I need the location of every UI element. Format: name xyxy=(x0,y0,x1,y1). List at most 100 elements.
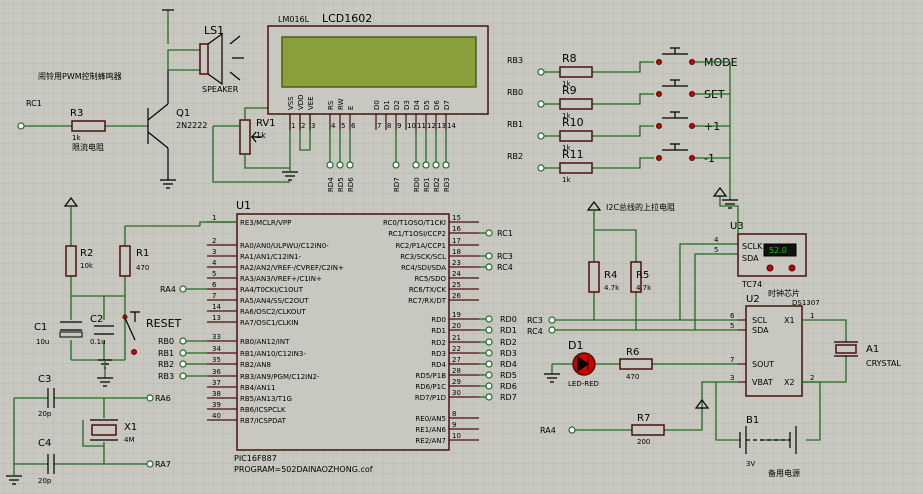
button-r-value-1: 1k xyxy=(562,112,571,120)
lcd-net-terminal-3[interactable] xyxy=(392,161,400,169)
mcu-u1[interactable] xyxy=(236,213,450,451)
reset-button[interactable] xyxy=(122,311,140,355)
rd-net-terminal-2[interactable] xyxy=(485,338,493,346)
resistor-r2[interactable] xyxy=(65,245,77,277)
rb-net-terminal-1[interactable] xyxy=(179,349,187,357)
rd-net-terminal-0[interactable] xyxy=(485,315,493,323)
mcu-rc-num-6: 25 xyxy=(452,281,461,289)
resistor-r4[interactable] xyxy=(588,261,600,293)
crystal-a1[interactable] xyxy=(834,341,858,357)
mcu-left-name-5: RA4/T0CKI/C1OUT xyxy=(240,286,304,294)
resistor-r6[interactable] xyxy=(619,358,653,370)
capacitor-c4[interactable] xyxy=(47,454,55,474)
button-contact-a-0 xyxy=(656,59,662,65)
rd-net-terminal-7[interactable] xyxy=(485,393,493,401)
rc-net-terminal-0[interactable] xyxy=(485,229,493,237)
rc-net-terminal-2[interactable] xyxy=(485,263,493,271)
u2-ref: U2 xyxy=(746,294,760,305)
rc1-terminal[interactable] xyxy=(17,122,25,130)
crystal-x1[interactable] xyxy=(91,424,117,436)
button-contact-a-1 xyxy=(656,91,662,97)
mcu-pins: 1RE3/MCLR/VPP2RA0/AN0/ULPWU/C12IN0-3RA1/… xyxy=(158,214,517,445)
d1-label: LED-RED xyxy=(568,380,599,388)
rc1-net-label: RC1 xyxy=(26,99,42,108)
rb-net-terminal-2[interactable] xyxy=(179,360,187,368)
rtc-left-name-2: SOUT xyxy=(752,360,774,369)
button-switch-2[interactable] xyxy=(662,111,688,119)
button-resistor-2[interactable] xyxy=(559,130,593,142)
pot-rv1[interactable]: RV1 1k xyxy=(239,107,300,169)
resistor-r3[interactable] xyxy=(71,120,106,132)
rc-net-terminal-1[interactable] xyxy=(485,252,493,260)
button-net-terminal-1[interactable] xyxy=(537,100,545,108)
button-net-terminal-0[interactable] xyxy=(537,68,545,76)
button-contact-b-2 xyxy=(689,123,695,129)
vcc-arrow-battery xyxy=(694,399,710,409)
lcd-pin-num-7: 8 xyxy=(387,122,391,130)
rc4-net-terminal[interactable] xyxy=(548,326,556,334)
capacitor-c2[interactable] xyxy=(94,325,114,335)
button-resistor-0[interactable] xyxy=(559,66,593,78)
ra4-battery-terminal[interactable] xyxy=(568,426,576,434)
button-switch-3[interactable] xyxy=(662,143,688,151)
ra6-terminal[interactable] xyxy=(146,394,154,402)
rtc-u2[interactable] xyxy=(745,305,803,397)
resistor-r7[interactable] xyxy=(631,424,665,436)
button-resistor-3[interactable] xyxy=(559,162,593,174)
mcu-left-name-14: RB5/AN13/T1G xyxy=(240,395,292,403)
capacitor-c3[interactable] xyxy=(47,388,55,408)
mcu-rd-name-1: RD1 xyxy=(431,327,446,335)
mcu-rd-name-7: RD7/P1D xyxy=(415,394,446,402)
temp-sensor-u3[interactable]: 52.0 xyxy=(737,233,807,277)
mcu-rd-name-2: RD2 xyxy=(431,339,446,347)
lcd-net-terminal-7[interactable] xyxy=(442,161,450,169)
button-switch-1[interactable] xyxy=(662,79,688,87)
u3-ref: U3 xyxy=(730,221,744,232)
lcd-net-terminal-6[interactable] xyxy=(432,161,440,169)
button-switch-0[interactable] xyxy=(662,47,688,55)
mcu-rc-num-7: 26 xyxy=(452,292,461,300)
rd-net-terminal-5[interactable] xyxy=(485,371,493,379)
rd-net-terminal-6[interactable] xyxy=(485,382,493,390)
lcd-net-terminal-5[interactable] xyxy=(422,161,430,169)
r6-value: 470 xyxy=(626,373,639,381)
mcu-left-name-3: RA2/AN2/VREF-/CVREF/C2IN+ xyxy=(240,264,344,272)
rb-net-terminal-3[interactable] xyxy=(179,372,187,380)
c2-value: 0.1u xyxy=(90,338,106,346)
rb-net-terminal-0[interactable] xyxy=(179,337,187,345)
rd-net-terminal-1[interactable] xyxy=(485,326,493,334)
button-wire-3 xyxy=(544,157,654,169)
resistor-r1[interactable] xyxy=(119,245,131,277)
button-r-ref-3: R11 xyxy=(562,148,584,161)
rd-net-terminal-4[interactable] xyxy=(485,360,493,368)
lcd-net-terminal-0[interactable] xyxy=(326,161,334,169)
rd-net-terminal-3[interactable] xyxy=(485,349,493,357)
rc3-net-terminal[interactable] xyxy=(548,316,556,324)
ra7-terminal[interactable] xyxy=(146,460,154,468)
c1-ref: C1 xyxy=(34,322,47,333)
mcu-rc-name-5: RC5/SDO xyxy=(414,275,446,283)
led-d1[interactable] xyxy=(572,352,596,376)
mcu-left-num-11: 35 xyxy=(212,356,221,364)
transistor-q1[interactable] xyxy=(147,70,169,180)
lcd-net-terminal-2[interactable] xyxy=(346,161,354,169)
button-net-label-3: RB2 xyxy=(507,152,523,161)
a1-ref: A1 xyxy=(866,344,879,355)
lcd-pin-name-10: D4 xyxy=(413,100,421,110)
ra4-terminal[interactable] xyxy=(179,285,187,293)
lcd-net-terminal-1[interactable] xyxy=(336,161,344,169)
lcd-net-terminal-4[interactable] xyxy=(412,161,420,169)
r4-value: 4.7k xyxy=(604,284,620,292)
mcu-rd-num-1: 20 xyxy=(452,322,461,330)
speaker-ls1[interactable] xyxy=(199,43,209,75)
button-net-terminal-3[interactable] xyxy=(537,164,545,172)
capacitor-c1[interactable] xyxy=(59,321,83,338)
mcu-left-name-6: RA5/AN4/SS/C2OUT xyxy=(240,297,309,305)
r5-value: 4.7k xyxy=(636,284,652,292)
resistor-r5[interactable] xyxy=(630,261,642,293)
button-resistor-1[interactable] xyxy=(559,98,593,110)
battery-b1[interactable] xyxy=(739,426,797,454)
button-net-terminal-2[interactable] xyxy=(537,132,545,140)
lcd-1602[interactable]: LM016L LCD1602 xyxy=(267,12,489,115)
